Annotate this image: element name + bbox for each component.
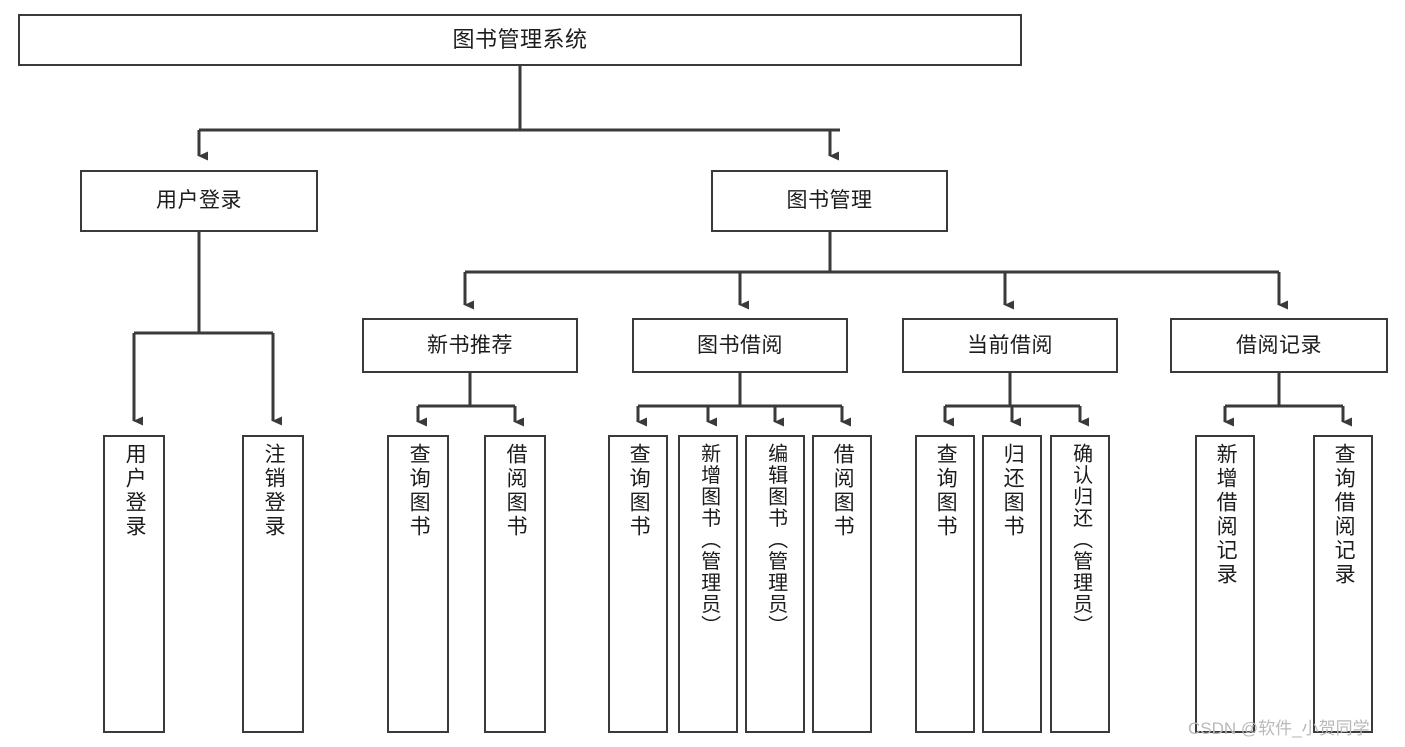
node-new-book-recommend-label: 新书推荐 — [427, 333, 513, 357]
node-leaf-query-record-label: 查询借阅记录 — [1332, 443, 1356, 587]
node-leaf-edit-book-label: 编辑图书（管理员） — [764, 443, 787, 637]
node-leaf-borrow-book-1-label: 借阅图书 — [504, 443, 528, 539]
node-user-login-label: 用户登录 — [156, 189, 242, 213]
node-book-borrow-label: 图书借阅 — [697, 333, 783, 357]
node-leaf-borrow-book-2-label: 借阅图书 — [831, 443, 855, 539]
node-book-manage-label: 图书管理 — [786, 189, 873, 213]
node-current-borrow[interactable]: 当前借阅 — [902, 318, 1118, 373]
node-leaf-borrow-book-2[interactable]: 借阅图书 — [812, 435, 872, 733]
node-leaf-logout-label: 注销登录 — [262, 443, 286, 539]
node-borrow-record-label: 借阅记录 — [1236, 333, 1322, 357]
csdn-watermark: CSDN @软件_小贺同学 — [1188, 719, 1370, 738]
node-root[interactable]: 图书管理系统 — [18, 14, 1022, 66]
node-leaf-return-book-label: 归还图书 — [1001, 443, 1025, 539]
node-leaf-query-book-2[interactable]: 查询图书 — [608, 435, 668, 733]
node-new-book-recommend[interactable]: 新书推荐 — [362, 318, 578, 373]
node-leaf-user-login-label: 用户登录 — [123, 443, 147, 539]
node-leaf-query-record[interactable]: 查询借阅记录 — [1313, 435, 1373, 733]
node-user-login[interactable]: 用户登录 — [80, 170, 318, 232]
node-leaf-logout[interactable]: 注销登录 — [242, 435, 304, 733]
node-leaf-query-book-3[interactable]: 查询图书 — [915, 435, 975, 733]
node-book-borrow[interactable]: 图书借阅 — [632, 318, 848, 373]
node-leaf-query-book-3-label: 查询图书 — [934, 443, 958, 539]
node-leaf-edit-book[interactable]: 编辑图书（管理员） — [745, 435, 805, 733]
node-book-manage[interactable]: 图书管理 — [711, 170, 948, 232]
node-leaf-query-book-1[interactable]: 查询图书 — [387, 435, 449, 733]
node-leaf-confirm-return-label: 确认归还（管理员） — [1069, 443, 1092, 637]
node-leaf-add-book[interactable]: 新增图书（管理员） — [678, 435, 738, 733]
node-current-borrow-label: 当前借阅 — [967, 333, 1053, 357]
node-leaf-return-book[interactable]: 归还图书 — [982, 435, 1042, 733]
node-root-label: 图书管理系统 — [452, 26, 588, 52]
node-leaf-add-record-label: 新增借阅记录 — [1214, 443, 1238, 587]
node-leaf-user-login[interactable]: 用户登录 — [103, 435, 165, 733]
node-leaf-confirm-return[interactable]: 确认归还（管理员） — [1050, 435, 1110, 733]
node-leaf-add-book-label: 新增图书（管理员） — [697, 443, 720, 637]
node-borrow-record[interactable]: 借阅记录 — [1170, 318, 1388, 373]
node-leaf-query-book-1-label: 查询图书 — [407, 443, 431, 539]
node-leaf-add-record[interactable]: 新增借阅记录 — [1195, 435, 1255, 733]
node-leaf-borrow-book-1[interactable]: 借阅图书 — [484, 435, 546, 733]
node-leaf-query-book-2-label: 查询图书 — [627, 443, 651, 539]
